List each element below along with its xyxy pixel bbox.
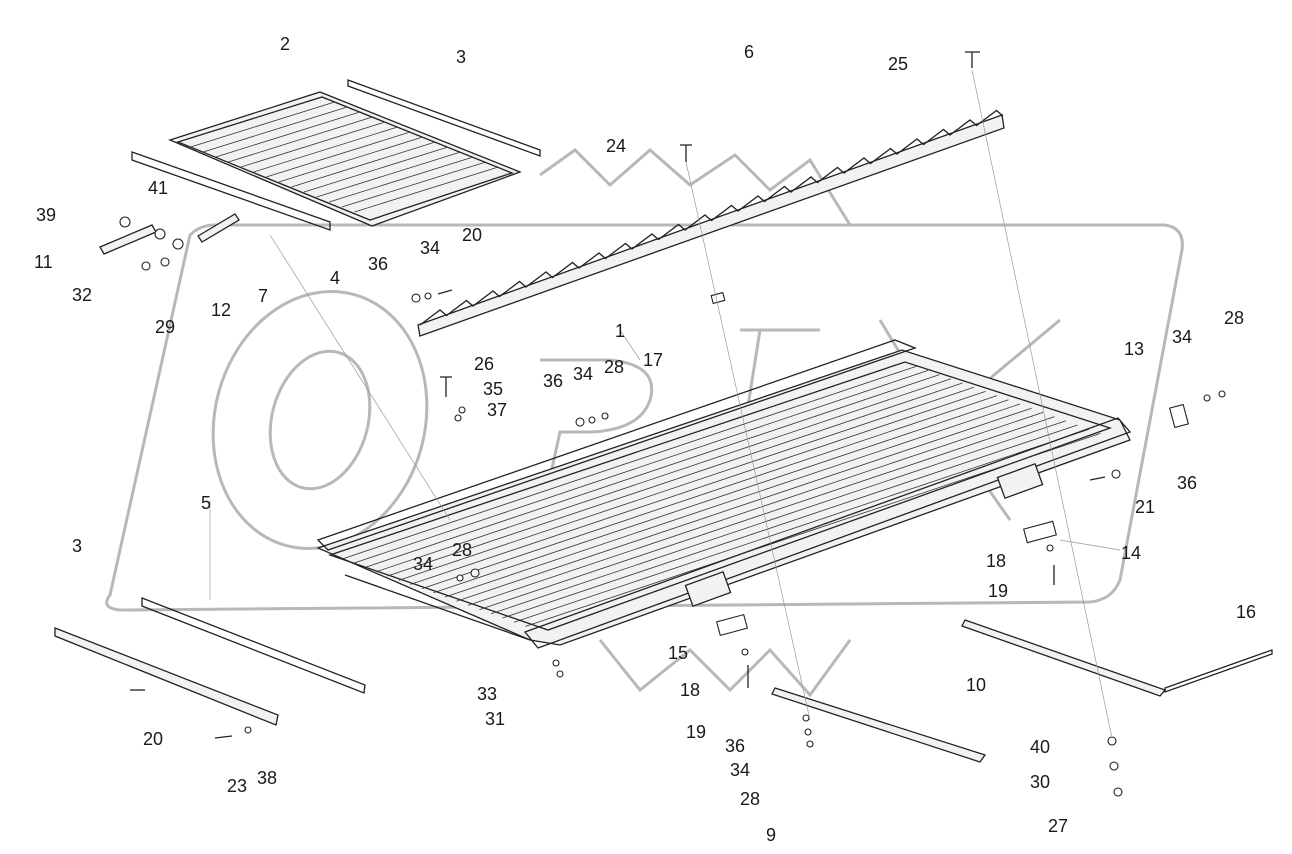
callout-24: 24	[606, 136, 626, 156]
callout-36-d: 36	[725, 736, 745, 756]
callout-34-a: 34	[420, 238, 440, 258]
callout-10: 10	[966, 675, 986, 695]
comb-bar	[961, 619, 1273, 697]
callout-12: 12	[211, 300, 231, 320]
slat-line	[291, 141, 436, 188]
slat-line	[375, 378, 952, 573]
slat-line	[341, 365, 917, 560]
callout-39: 39	[36, 205, 56, 225]
slat-line	[410, 391, 986, 585]
callout-11: 11	[34, 252, 53, 272]
slat-line	[253, 126, 398, 173]
callout-13: 13	[1124, 339, 1144, 359]
watermark-logo	[105, 148, 1184, 698]
callout-34-d: 34	[413, 554, 433, 574]
callout-34-c: 34	[1172, 327, 1192, 347]
main-sieve-frame	[316, 339, 1132, 649]
slat-line	[352, 370, 929, 564]
callout-labels: 2 3 6 25 24 41 39 11 32 29 12 7 4 36 34 …	[34, 34, 1256, 845]
callout-19-a: 19	[988, 581, 1008, 601]
callout-41: 41	[148, 178, 168, 198]
callout-20-b: 20	[143, 729, 163, 749]
callout-19-b: 19	[686, 722, 706, 742]
slat-line	[421, 395, 998, 589]
slat-line	[278, 136, 423, 183]
serrated-strip	[417, 109, 1005, 337]
callout-6: 6	[744, 42, 754, 62]
callout-15: 15	[668, 643, 688, 663]
callout-32: 32	[72, 285, 92, 305]
slat-line	[490, 420, 1067, 615]
callout-33: 33	[477, 684, 497, 704]
slat-line	[190, 101, 335, 148]
slat-line	[444, 403, 1021, 598]
callout-3-top: 3	[456, 47, 466, 67]
callout-18-b: 18	[680, 680, 700, 700]
slat-line	[215, 111, 360, 158]
callout-26: 26	[474, 354, 494, 374]
slat-line	[502, 424, 1078, 619]
slat-line	[354, 166, 499, 213]
callout-34-b: 34	[573, 364, 593, 384]
slat-line	[467, 412, 1044, 606]
callout-36-c: 36	[1177, 473, 1197, 493]
callout-18-a: 18	[986, 551, 1006, 571]
slat-line	[456, 407, 1032, 602]
slat-line	[341, 161, 486, 208]
slat-line	[316, 151, 461, 198]
fasteners	[130, 51, 1226, 797]
callout-35: 35	[483, 379, 503, 399]
callout-40: 40	[1030, 737, 1050, 757]
callout-28-c: 28	[452, 540, 472, 560]
callout-28-b: 28	[1224, 308, 1244, 328]
callout-5: 5	[201, 493, 211, 513]
slat-line	[387, 382, 963, 577]
callout-25: 25	[888, 54, 908, 74]
slat-line	[266, 131, 411, 178]
callout-36-a: 36	[368, 254, 388, 274]
leader-lines	[209, 69, 1121, 739]
angle-strip	[771, 687, 987, 763]
callout-14: 14	[1121, 543, 1141, 563]
slat-line	[364, 374, 940, 568]
lever-assembly	[99, 213, 240, 271]
callout-37: 37	[487, 400, 507, 420]
callout-2: 2	[280, 34, 290, 54]
slat-line	[513, 428, 1090, 623]
callout-27: 27	[1048, 816, 1068, 836]
callout-34-e: 34	[730, 760, 750, 780]
slat-line	[329, 156, 474, 203]
callout-16: 16	[1236, 602, 1256, 622]
slat-line	[479, 416, 1055, 610]
callout-36-b: 36	[543, 371, 563, 391]
callout-7: 7	[258, 286, 268, 306]
callout-17: 17	[643, 350, 663, 370]
lower-strips	[54, 597, 366, 726]
slat-line	[228, 116, 373, 163]
callout-28-a: 28	[604, 357, 624, 377]
callout-3-bottom: 3	[72, 536, 82, 556]
callout-38: 38	[257, 768, 277, 788]
callout-30: 30	[1030, 772, 1050, 792]
callout-9: 9	[766, 825, 776, 845]
slat-line	[525, 433, 1101, 627]
callout-31: 31	[485, 709, 505, 729]
callout-4: 4	[330, 268, 340, 288]
upper-rack-frame	[131, 79, 541, 231]
slat-line	[398, 386, 975, 581]
callout-20-a: 20	[462, 225, 482, 245]
callout-29: 29	[155, 317, 175, 337]
callout-21: 21	[1135, 497, 1155, 517]
slat-line	[433, 399, 1009, 594]
slat-line	[240, 121, 386, 168]
slat-line	[303, 146, 449, 193]
slat-line	[203, 106, 348, 153]
callout-23: 23	[227, 776, 247, 796]
callout-28-d: 28	[740, 789, 760, 809]
callout-1: 1	[615, 321, 625, 341]
